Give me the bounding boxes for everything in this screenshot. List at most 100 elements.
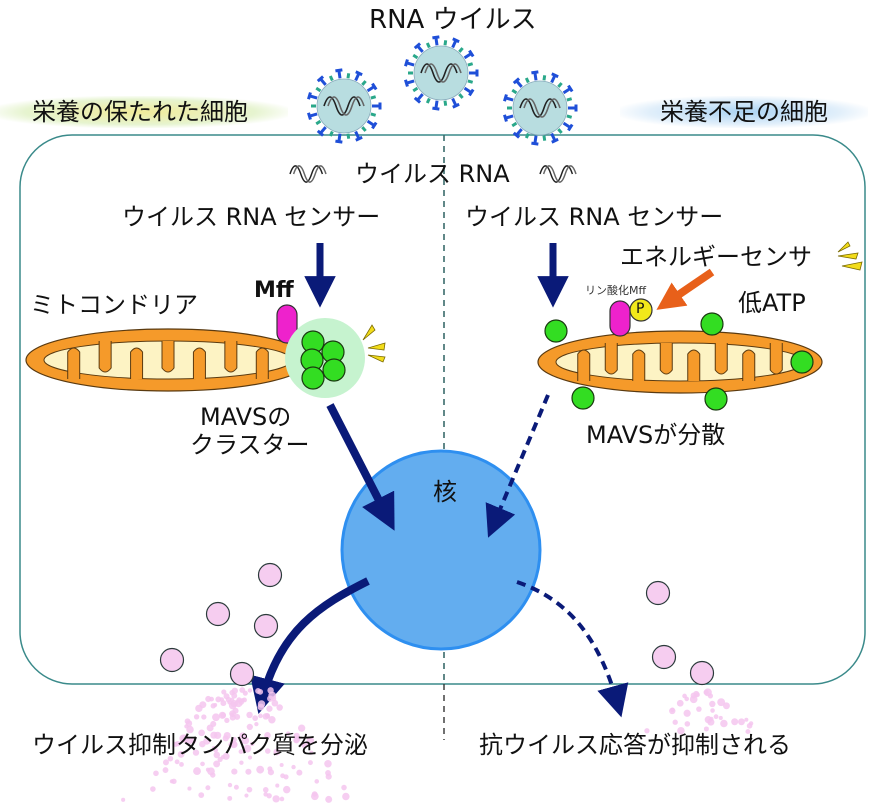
spray-dot — [231, 768, 238, 775]
spray-dot — [670, 707, 675, 712]
mavs-protein — [571, 386, 595, 410]
spray-dot — [210, 703, 216, 709]
spray-dot — [264, 732, 271, 739]
spray-dot — [720, 719, 728, 728]
spray-dot — [227, 795, 233, 801]
spray-dot — [309, 750, 314, 755]
secreted-protein — [229, 661, 255, 687]
spray-dot — [267, 766, 273, 772]
spray-dot — [268, 716, 276, 724]
mavs-cluster-label-line1: MAVSの — [200, 403, 292, 431]
spray-dot — [301, 741, 309, 749]
spray-dot — [245, 768, 252, 775]
spray-dot — [246, 786, 253, 793]
crista — [604, 343, 618, 375]
viral-rna-label: ウイルス RNA — [355, 160, 510, 188]
spray-dot — [744, 717, 749, 722]
spray-dot — [239, 687, 246, 693]
spray-dot — [179, 762, 184, 767]
mff-protein — [276, 304, 298, 344]
spray-dot — [257, 700, 266, 708]
crista — [659, 343, 673, 375]
spray-dot — [121, 797, 126, 802]
spray-dot — [212, 713, 220, 722]
spray-dot — [280, 773, 286, 779]
left-sensor-label: ウイルス RNA センサー — [122, 203, 381, 231]
spray-dot — [231, 741, 238, 748]
spray-dot — [192, 749, 200, 756]
crista — [67, 347, 81, 379]
spray-dot — [644, 728, 650, 734]
spray-dot — [201, 714, 207, 720]
spray-dot — [282, 785, 291, 794]
energy-sensor-arrow — [656, 268, 715, 310]
secretion-arrow — [249, 577, 370, 714]
spray-dot — [279, 796, 285, 802]
spray-dot — [213, 751, 221, 759]
spray-dot — [723, 702, 730, 710]
spray-dot — [162, 759, 169, 766]
title-rna-virus: RNA ウイルス — [369, 5, 537, 35]
spray-dot — [171, 778, 177, 785]
secreted-protein — [253, 613, 279, 639]
mavs-dispersed-label: MAVSが分散 — [586, 421, 726, 449]
spray-dot — [314, 779, 320, 784]
spray-dot — [703, 688, 712, 697]
spray-dot — [174, 741, 181, 747]
spray-dot — [217, 756, 223, 762]
mitochondria-label: ミトコンドリア — [30, 291, 198, 319]
spray-dot — [227, 782, 233, 788]
spray-dot — [272, 795, 280, 803]
phospho-mff-protein — [609, 300, 631, 337]
spray-dot — [296, 769, 303, 776]
right-sensor-label: ウイルス RNA センサー — [465, 203, 724, 231]
crista — [632, 349, 646, 381]
crista — [687, 349, 701, 381]
spray-dot — [193, 714, 200, 720]
spray-dot — [263, 792, 268, 797]
secreted-protein — [689, 660, 715, 686]
spray-dot — [341, 784, 347, 791]
spray-dot — [244, 793, 249, 798]
spray-dot — [198, 729, 205, 737]
spray-dot — [215, 696, 222, 703]
spray-dot — [200, 761, 205, 767]
spray-dot — [220, 712, 226, 718]
spray-dot — [223, 693, 230, 700]
mavs-cluster-label-line2: クラスター — [190, 431, 310, 459]
crista — [255, 347, 269, 379]
spray-dot — [271, 699, 279, 707]
spray-dot — [262, 787, 269, 793]
secreted-protein — [159, 647, 185, 673]
energy-sensor-label: エネルギーセンサ — [620, 243, 812, 271]
spray-dot — [198, 792, 205, 798]
spray-dot — [276, 704, 283, 711]
spray-dot — [696, 706, 702, 712]
mavs-cluster — [300, 330, 346, 390]
phosphate-icon — [629, 298, 653, 322]
spray-dot — [231, 687, 238, 694]
spray-dot — [275, 783, 280, 788]
spray-dot — [310, 792, 319, 801]
mavs-protein — [544, 319, 568, 343]
spray-dot — [298, 724, 306, 732]
spray-dot — [713, 714, 719, 720]
spray-dot — [307, 760, 313, 766]
right-cell-label: 栄養不足の細胞 — [620, 96, 868, 128]
spray-dot — [187, 786, 192, 791]
spray-dot — [738, 718, 745, 726]
spray-dot — [167, 755, 174, 762]
spray-dot — [306, 736, 315, 745]
spray-dot — [227, 700, 232, 705]
spray-dot — [285, 731, 291, 736]
mff-label: Mff — [254, 278, 294, 303]
spray-dot — [682, 693, 687, 699]
secreted-protein — [645, 580, 671, 606]
spray-dot — [254, 721, 259, 727]
spray-dot — [676, 699, 684, 707]
spray-dot — [224, 717, 230, 724]
spray-dot — [230, 712, 235, 717]
suppressed-response-arrow — [516, 580, 629, 718]
crista — [161, 341, 175, 373]
